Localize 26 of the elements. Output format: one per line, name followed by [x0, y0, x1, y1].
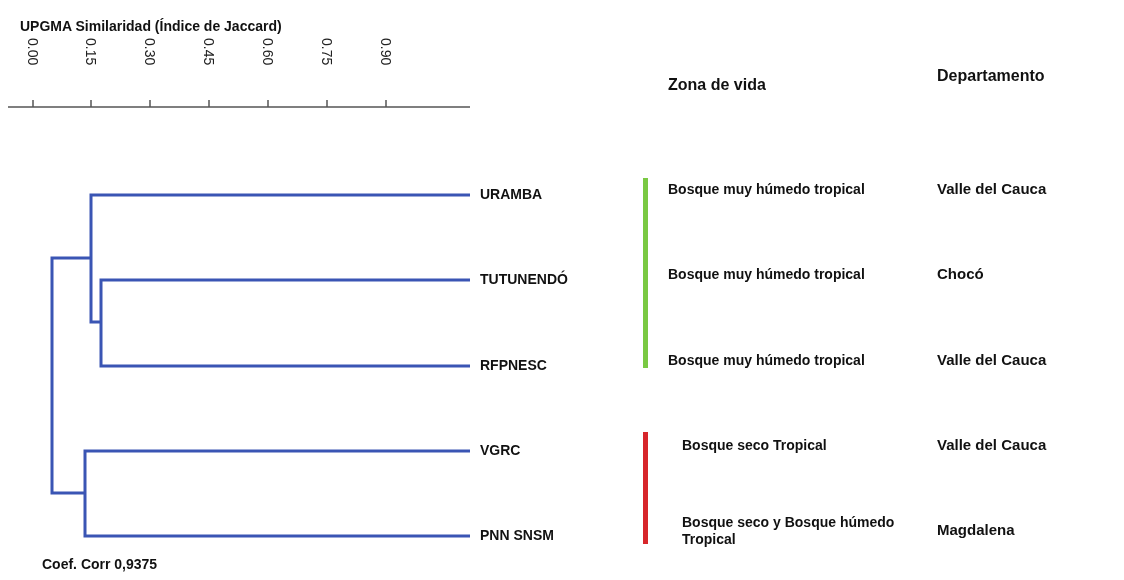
column-header: Zona de vida	[668, 75, 766, 95]
life-zone-text: Bosque muy húmedo tropical	[668, 352, 865, 369]
leaf-label: PNN SNSM	[480, 527, 554, 544]
axis-tick-label: 0.15	[83, 38, 99, 66]
leaf-label: VGRC	[480, 442, 521, 459]
axis-title: UPGMA Similaridad (Índice de Jaccard)	[20, 18, 282, 35]
department-text: Valle del Cauca	[937, 436, 1047, 454]
department-text: Valle del Cauca	[937, 351, 1047, 369]
department-text: Valle del Cauca	[937, 180, 1047, 198]
life-zone-text: Bosque seco Tropical	[682, 437, 827, 454]
life-zone-text: Bosque seco y Bosque húmedo Tropical	[682, 514, 896, 548]
axis-tick-label: 0.45	[201, 38, 217, 66]
axis-tick-label: 0.00	[25, 38, 41, 66]
leaf-label: URAMBA	[480, 186, 543, 203]
axis-tick-label: 0.60	[260, 38, 276, 66]
axis-tick-label: 0.30	[142, 38, 158, 66]
axis-tick-label: 0.75	[319, 38, 335, 66]
department-text: Magdalena	[937, 521, 1015, 539]
correlation-note: Coef. Corr 0,9375	[42, 556, 158, 573]
column-header: Departamento	[937, 66, 1045, 86]
life-zone-text: Bosque muy húmedo tropical	[668, 181, 865, 198]
axis-tick-label: 0.90	[378, 38, 394, 66]
leaf-label: TUTUNENDÓ	[480, 271, 568, 288]
life-zone-text: Bosque muy húmedo tropical	[668, 266, 865, 283]
department-text: Chocó	[937, 265, 984, 283]
leaf-label: RFPNESC	[480, 357, 547, 374]
